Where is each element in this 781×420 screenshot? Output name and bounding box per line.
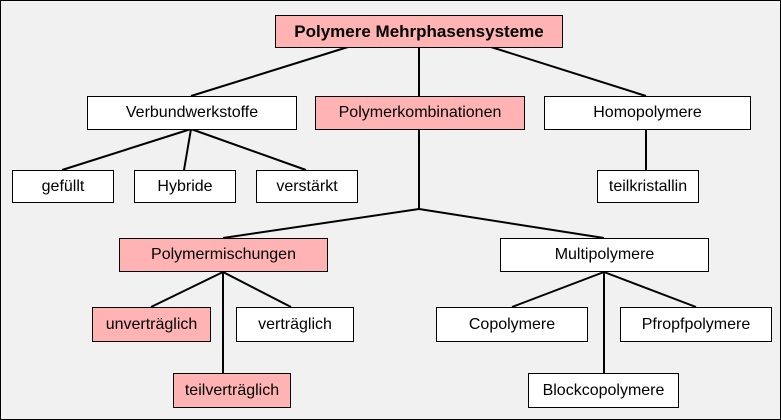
edge-root-verbundwerkstoffe [190, 46, 349, 97]
node-gefuellt: gefüllt [12, 170, 114, 203]
edge-polymerkombinationen-multipolymere [418, 208, 605, 239]
node-teilkristallin: teilkristallin [597, 170, 699, 203]
edge-multipolymere-pfropfpolymere [603, 271, 697, 308]
node-hybride: Hybride [134, 170, 236, 203]
node-vertraeglich: verträglich [236, 307, 354, 342]
edge-root-homopolymere [490, 46, 647, 97]
edge-polymermischungen-unvertraeglich [150, 271, 224, 308]
node-multipolymere: Multipolymere [500, 238, 709, 272]
edge-multipolymere-copolymere [511, 271, 605, 308]
node-unvertraeglich: unverträglich [92, 307, 211, 342]
node-blockcopolymere: Blockcopolymere [528, 373, 679, 408]
edge-verbundwerkstoffe-verstaerkt [190, 128, 307, 171]
edge-polymermischungen-vertraeglich [222, 271, 292, 308]
node-pfropfpolymere: Pfropfpolymere [620, 307, 772, 342]
node-teilvertraeglich: teilverträglich [173, 373, 291, 408]
edge-verbundwerkstoffe-hybride [183, 128, 192, 171]
node-copolymere: Copolymere [436, 307, 588, 342]
node-polymere-mehrphasensysteme: Polymere Mehrphasensysteme [275, 15, 563, 48]
node-verstaerkt: verstärkt [256, 170, 358, 203]
node-verbundwerkstoffe: Verbundwerkstoffe [87, 96, 297, 130]
edge-verbundwerkstoffe-gefuellt [61, 128, 192, 171]
edge-polymerkombinationen-polymermischungen [222, 208, 420, 239]
node-polymerkombinationen: Polymerkombinationen [315, 96, 525, 130]
node-homopolymere: Homopolymere [544, 96, 751, 130]
node-polymermischungen: Polymermischungen [119, 238, 328, 272]
